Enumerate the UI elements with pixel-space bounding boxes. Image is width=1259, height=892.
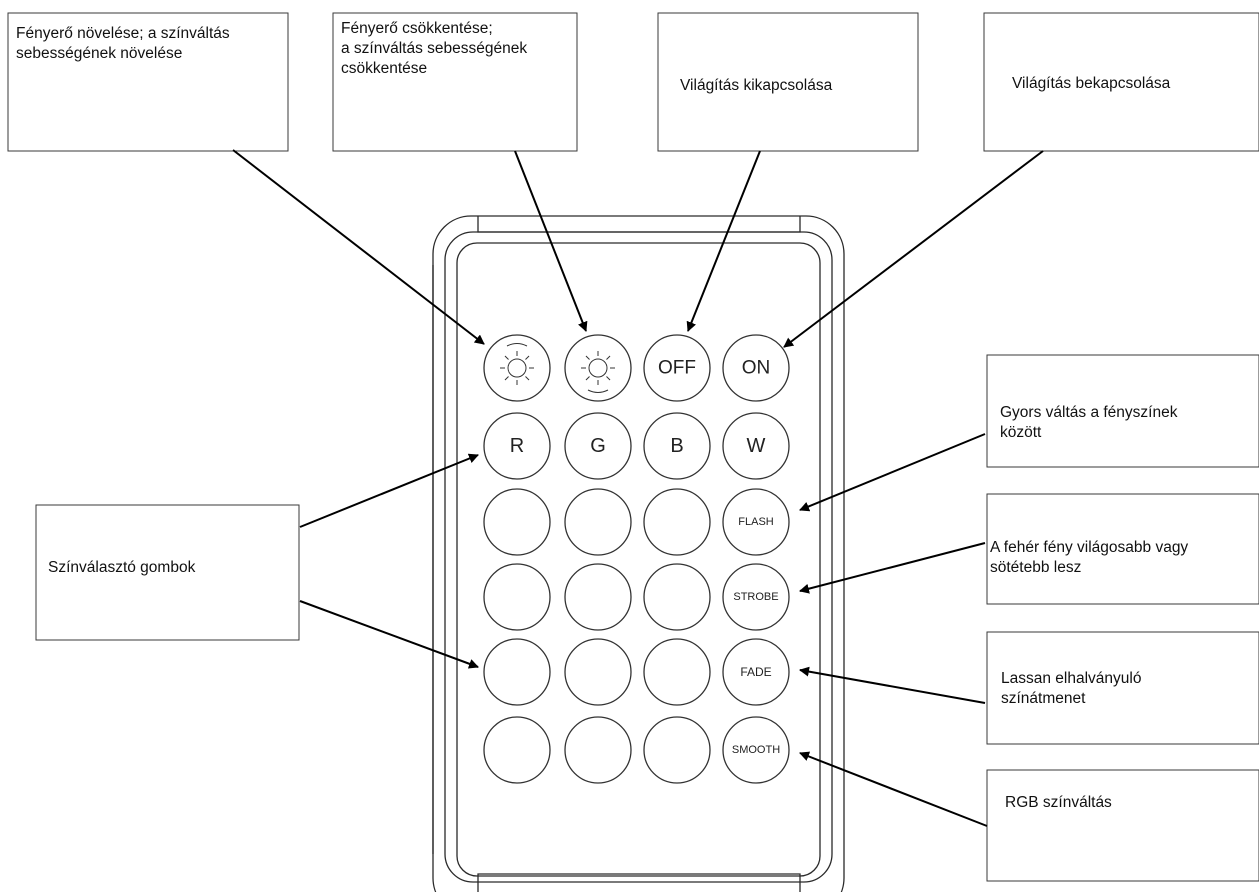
arrow-brightness-down <box>514 150 588 332</box>
remote-button-blank[interactable] <box>643 716 711 784</box>
callout-color-buttons: Színválasztó gombok <box>35 504 300 641</box>
callout-light-off-text: Világítás kikapcsolása <box>680 77 833 94</box>
remote-button-smooth[interactable]: SMOOTH <box>722 716 790 784</box>
callout-flash: Gyors váltás a fényszínek között <box>986 354 1259 468</box>
brightness-down-icon <box>581 351 615 393</box>
remote-button-w[interactable]: W <box>722 412 790 480</box>
remote-button-label: SMOOTH <box>732 744 780 756</box>
callout-brightness-down: Fényerő csökkentése; a színváltás sebess… <box>332 12 578 152</box>
remote-button-blank[interactable] <box>564 716 632 784</box>
remote-button-label: R <box>510 435 524 457</box>
leader-arrows <box>232 149 1044 827</box>
remote-button-g[interactable]: G <box>564 412 632 480</box>
remote-button-label: G <box>590 435 606 457</box>
remote-button-blank[interactable] <box>483 488 551 556</box>
callout-fade-text: Lassan elhalványuló színátmenet <box>1001 670 1146 707</box>
callout-flash-text: Gyors váltás a fényszínek között <box>1000 404 1182 441</box>
remote-button-label: FADE <box>740 665 771 679</box>
remote-button-blank[interactable] <box>643 488 711 556</box>
remote-button-blank[interactable] <box>483 716 551 784</box>
callout-color-buttons-text: Színválasztó gombok <box>48 559 196 576</box>
remote-button-blank[interactable] <box>643 638 711 706</box>
callout-brightness-down-text: Fényerő csökkentése; a színváltás sebess… <box>341 20 531 77</box>
remote-button-fade[interactable]: FADE <box>722 638 790 706</box>
arrow-color-r <box>299 453 479 528</box>
arrow-light-on <box>783 150 1044 348</box>
brightness-up-icon <box>500 343 534 385</box>
arrow-smooth <box>799 751 988 827</box>
callout-fade: Lassan elhalványuló színátmenet <box>986 631 1259 745</box>
callout-light-on-text: Világítás bekapcsolása <box>1012 75 1171 92</box>
remote-button-blank[interactable] <box>564 638 632 706</box>
callout-smooth: RGB színváltás <box>986 769 1259 882</box>
remote-button-label: FLASH <box>738 516 774 528</box>
remote-button-off[interactable]: OFF <box>643 334 711 402</box>
remote-button-flash[interactable]: FLASH <box>722 488 790 556</box>
arrow-strobe <box>799 542 986 594</box>
remote-button-blank[interactable] <box>564 488 632 556</box>
remote-button-label: B <box>670 435 683 457</box>
remote-button-blank[interactable] <box>643 563 711 631</box>
callout-brightness-up: Fényerő növelése; a színváltás sebességé… <box>7 12 289 152</box>
callout-brightness-up-text: Fényerő növelése; a színváltás sebességé… <box>16 25 234 62</box>
remote-button-blank[interactable] <box>483 563 551 631</box>
arrow-color-empty <box>299 600 479 669</box>
remote-button-blank[interactable] <box>564 563 632 631</box>
callout-light-on: Világítás bekapcsolása <box>983 12 1259 152</box>
remote-button-strobe[interactable]: STROBE <box>722 563 790 631</box>
arrow-fade <box>799 666 986 704</box>
arrow-light-off <box>686 150 761 332</box>
callout-strobe: A fehér fény világosabb vagy sötétebb le… <box>986 493 1259 605</box>
brightness-up-button[interactable] <box>483 334 551 402</box>
remote-button-b[interactable]: B <box>643 412 711 480</box>
remote-button-blank[interactable] <box>483 638 551 706</box>
remote-button-label: ON <box>742 358 771 379</box>
callout-smooth-text: RGB színváltás <box>1005 794 1112 811</box>
remote-button-label: STROBE <box>733 591 778 603</box>
remote-button-label: W <box>747 435 766 457</box>
remote-button-label: OFF <box>658 358 696 379</box>
remote-body <box>432 215 845 892</box>
arrow-flash <box>799 433 986 512</box>
remote-button-on[interactable]: ON <box>722 334 790 402</box>
remote-button-r[interactable]: R <box>483 412 551 480</box>
callout-light-off: Világítás kikapcsolása <box>657 12 919 152</box>
remote-button-grid: OFF ON R G B W FLASH STROBE FADE SMOOTH <box>483 334 790 784</box>
callout-strobe-text: A fehér fény világosabb vagy sötétebb le… <box>990 539 1193 576</box>
brightness-down-button[interactable] <box>564 334 632 402</box>
arrow-brightness-up <box>232 149 485 345</box>
